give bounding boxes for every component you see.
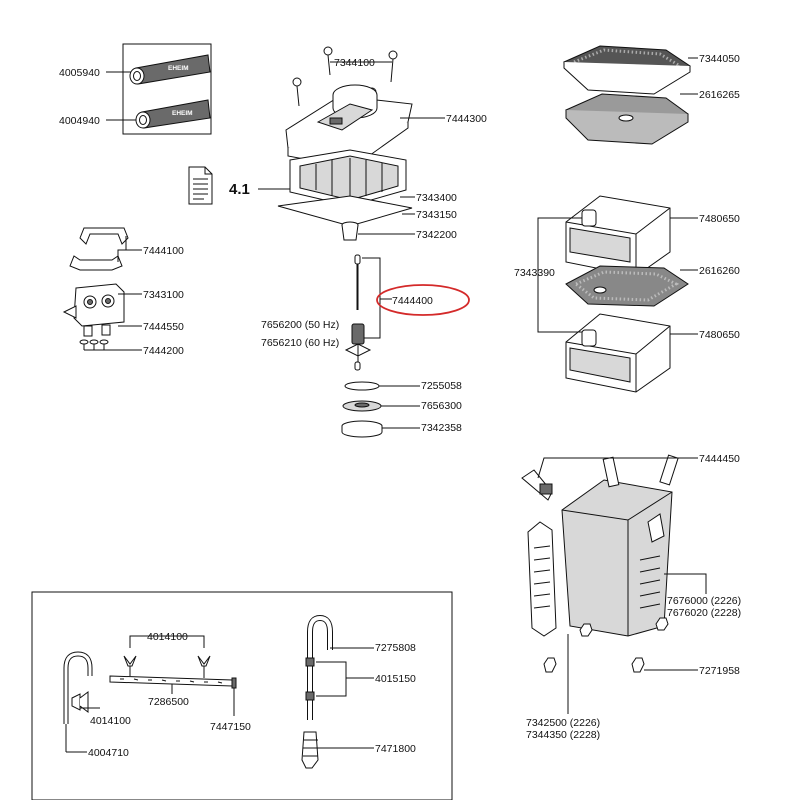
foot	[655, 617, 669, 631]
screw	[292, 77, 302, 107]
part-label: 7344050	[699, 53, 740, 65]
part-label: 4014100	[147, 631, 188, 643]
part-label: 4004710	[88, 747, 129, 759]
part-label: 4004940	[59, 115, 100, 127]
part-label: 7444550	[143, 321, 184, 333]
handle-clip	[521, 469, 553, 501]
part-label: 7343150	[416, 209, 457, 221]
clip-group: 7444100 7343100 7444550 7444200	[62, 227, 184, 357]
part-label: 7447150	[210, 721, 251, 733]
part-label: 7271958	[699, 665, 740, 677]
motor-head	[285, 84, 413, 169]
part-label: 2616260	[699, 265, 740, 277]
canister-group: 7444450 7676000 (2226) 7676020 (2228) 72…	[521, 453, 741, 741]
media-basket-bottom	[565, 313, 671, 393]
suction-cup	[71, 691, 89, 713]
tubing-group: EHEIM EHEIM 4005940 4004940	[59, 43, 212, 135]
intake-strainer	[527, 521, 557, 637]
part-label: 7286500	[148, 696, 189, 708]
part-label: 7342200	[416, 229, 457, 241]
impeller-shaft	[354, 254, 361, 310]
outlet-pipe	[305, 614, 333, 720]
part-label: 7275808	[375, 642, 416, 654]
accessories-frame	[31, 591, 453, 800]
part-label: 7342358	[421, 422, 462, 434]
part-label: 7342500 (2226)	[526, 717, 600, 729]
locking-clip-bottom	[69, 255, 123, 271]
accessories-group: 4004710 4014100 7286500 7447150 4014100	[31, 591, 453, 800]
part-label: 4015150	[375, 673, 416, 685]
part-label: 7255058	[421, 380, 462, 392]
impeller-cover	[342, 400, 382, 412]
document-icon	[188, 166, 213, 205]
part-label: 7480650	[699, 329, 740, 341]
part-label: 7444100	[143, 245, 184, 257]
part-label: 7343400	[416, 192, 457, 204]
suction-cup	[123, 655, 137, 676]
media-basket-group: 7480650 2616260 7480650 7343390	[514, 195, 740, 393]
part-label: 7344100	[334, 57, 375, 69]
part-label: 7344350 (2228)	[526, 729, 600, 741]
part-label: 7343100	[143, 289, 184, 301]
tube-brand-label: EHEIM	[168, 65, 189, 72]
part-label: 7444300	[446, 113, 487, 125]
part-label: 7480650	[699, 213, 740, 225]
intake-pipe	[63, 651, 93, 724]
impeller-group: 7444400 7656200 (50 Hz) 7656210 (60 Hz) …	[261, 254, 470, 438]
tube-4005940: EHEIM	[129, 54, 211, 85]
media-basket-top	[565, 195, 671, 277]
o-ring	[344, 381, 380, 391]
valve-block	[62, 283, 125, 337]
fine-filter-pad	[565, 93, 689, 145]
foot	[579, 623, 593, 637]
canister-container	[561, 454, 679, 637]
part-label: 2616265	[699, 89, 740, 101]
suction-cup	[197, 655, 211, 678]
nozzle	[341, 221, 359, 241]
bayonet-ring	[341, 420, 383, 438]
seal-rings	[79, 339, 109, 350]
part-label: 7676000 (2226)	[667, 595, 741, 607]
motor-housing	[289, 149, 407, 207]
part-label: 7444200	[143, 345, 184, 357]
part-label: 7656210 (60 Hz)	[261, 337, 339, 349]
tubing-frame	[122, 43, 212, 135]
spray-bar	[109, 675, 237, 689]
part-label: 7471800	[375, 743, 416, 755]
part-label: 7656300	[421, 400, 462, 412]
screw	[323, 46, 333, 76]
middle-filter-pad	[565, 265, 689, 307]
strainer-nozzle	[301, 731, 319, 769]
part-label: 7444400	[392, 295, 433, 307]
foot	[631, 657, 645, 673]
pump-head-group: 7344100 7444300 4.1 7343400 73	[229, 46, 487, 241]
part-label: 7343390	[514, 267, 555, 279]
coarse-filter-pad	[563, 45, 691, 95]
callout-reference: 4.1	[229, 181, 250, 198]
impeller	[344, 323, 372, 371]
sealing-ring	[277, 195, 413, 227]
tube-4004940: EHEIM	[135, 99, 211, 129]
part-label: 7676020 (2228)	[667, 607, 741, 619]
tube-brand-label: EHEIM	[172, 110, 193, 117]
highlight-circle	[376, 284, 470, 316]
part-label: 7656200 (50 Hz)	[261, 319, 339, 331]
filter-pad-group: 7344050 2616265	[563, 45, 740, 145]
part-label: 7444450	[699, 453, 740, 465]
locking-clip-top	[79, 227, 129, 245]
part-label: 4005940	[59, 67, 100, 79]
part-label: 4014100	[90, 715, 131, 727]
foot	[543, 657, 557, 673]
screw	[388, 50, 398, 83]
